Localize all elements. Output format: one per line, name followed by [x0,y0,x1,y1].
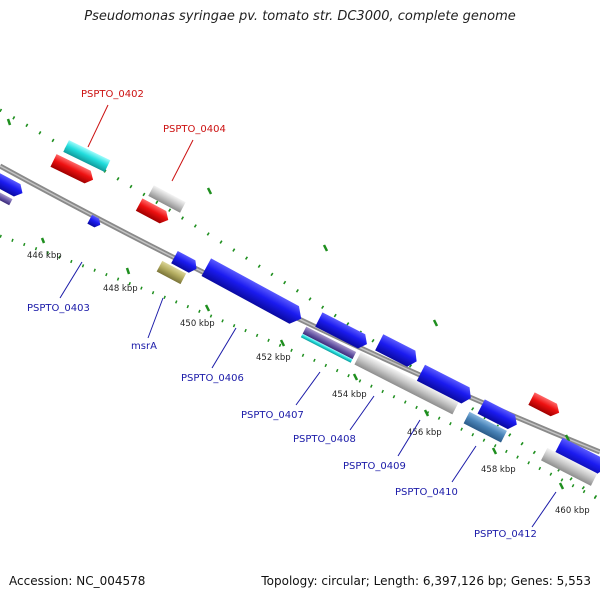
callout-line-0403 [59,261,83,299]
gene-feature-blue[interactable] [375,334,421,369]
gene-pspto-0412[interactable] [541,447,598,486]
gene-feature-blue[interactable] [477,399,521,431]
gene-feature-red[interactable] [50,154,96,186]
gene-pspto-0409[interactable] [416,364,475,406]
major-tick [204,304,211,312]
label-pspto-0406[interactable]: PSPTO_0406 [181,373,244,384]
inner-tick-ring [0,234,600,502]
major-tick [558,482,565,490]
major-tick [432,319,439,327]
gene-pspto-0406[interactable] [201,258,306,327]
label-pspto-0409[interactable]: PSPTO_0409 [343,461,406,472]
gene-pspto-0403[interactable] [87,214,102,229]
label-pspto-0404[interactable]: PSPTO_0404 [163,124,226,135]
callout-line-0409 [397,419,421,457]
label-pspto-0402[interactable]: PSPTO_0402 [81,89,144,100]
scale-label-458: 458 kbp [481,465,516,475]
scale-label-460: 460 kbp [555,506,590,516]
gene-pspto-0408[interactable] [354,352,459,415]
major-tick [322,244,329,252]
callout-line-0406 [211,327,237,369]
gene-pspto-0410[interactable] [463,411,507,443]
major-tick [125,267,131,275]
gene-msra[interactable] [156,260,187,285]
label-pspto-0403[interactable]: PSPTO_0403 [27,303,90,314]
major-tick [40,237,46,244]
gene-feature-blue[interactable] [553,437,600,479]
gene-labels: PSPTO_0402 PSPTO_0404 PSPTO_0403 msrA PS… [27,89,537,540]
callout-line-0402 [87,104,109,148]
inner-tick-track [0,234,600,502]
callout-line-msra [147,297,164,339]
label-pspto-0407[interactable]: PSPTO_0407 [241,410,304,421]
major-tick [206,187,213,195]
major-tick [352,373,359,381]
gene-feature-blue[interactable] [171,250,200,275]
gene-feature-blue[interactable] [315,312,370,351]
gene-feature-blue[interactable] [0,165,26,199]
scale-labels: 446 kbp 448 kbp 450 kbp 452 kbp 454 kbp … [27,251,590,516]
accession-label: Accession: NC_004578 [9,574,146,588]
map-title: Pseudomonas syringae pv. tomato str. DC3… [84,9,516,24]
gene-feature-red[interactable] [528,392,562,419]
scale-label-456: 456 kbp [407,428,442,438]
major-tick [564,434,571,442]
label-msra[interactable]: msrA [131,341,157,352]
gene-pspto-0407[interactable] [302,326,357,360]
gene-pspto-0404[interactable] [148,185,186,213]
gene-feature-cyan[interactable] [300,333,353,363]
callout-line-0408 [349,395,375,431]
callout-lines [59,104,557,528]
scale-label-452: 452 kbp [256,353,291,363]
major-tick [423,409,430,417]
scale-label-446: 446 kbp [27,251,62,261]
scale-label-454: 454 kbp [332,390,367,400]
major-ticks [6,118,571,490]
major-tick [279,339,286,347]
scale-label-448: 448 kbp [103,284,138,294]
gene-pspto-0402[interactable] [63,140,111,172]
major-tick [491,447,498,455]
label-pspto-0412[interactable]: PSPTO_0412 [474,529,537,540]
label-pspto-0408[interactable]: PSPTO_0408 [293,434,356,445]
genome-summary-label: Topology: circular; Length: 6,397,126 bp… [261,574,591,588]
callout-line-0407 [295,371,321,406]
callout-line-0410 [451,445,477,483]
gene-feature-purple[interactable] [0,180,13,206]
callout-line-0412 [531,491,557,528]
major-tick [6,118,12,126]
gene-feature-red[interactable] [135,198,172,226]
gene-features [0,140,600,486]
scale-label-450: 450 kbp [180,319,215,329]
callout-line-0404 [171,139,194,182]
label-pspto-0410[interactable]: PSPTO_0410 [395,487,458,498]
